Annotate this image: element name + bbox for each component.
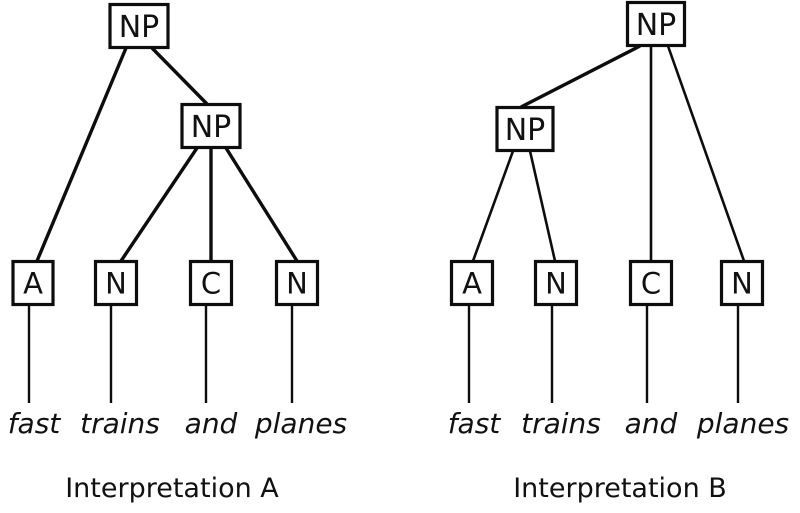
node-label-a-pos-n2: N xyxy=(286,266,308,300)
node-box-a-pos-n2[interactable] xyxy=(274,259,320,307)
branch-a-np-root-to-a-np-sub xyxy=(150,46,209,106)
node-box-b-pos-a[interactable] xyxy=(449,259,495,307)
node-b-pos-c[interactable]: C xyxy=(628,259,674,307)
word-tree-a-0: fast xyxy=(8,407,62,440)
branch-b-np-sub-to-b-pos-a xyxy=(471,150,515,262)
word-tree-b-2: and xyxy=(625,407,678,440)
node-label-b-pos-n1: N xyxy=(545,266,567,300)
node-label-b-pos-n2: N xyxy=(731,266,753,300)
node-a-np-root[interactable]: NP xyxy=(108,2,170,50)
node-box-b-np-root[interactable] xyxy=(625,0,687,48)
node-a-pos-n1[interactable]: N xyxy=(93,259,139,307)
node-a-np-sub[interactable]: NP xyxy=(180,102,242,150)
branch-a-np-sub-to-a-pos-n2 xyxy=(224,147,299,262)
branch-b-np-root-to-b-pos-n2 xyxy=(666,45,746,262)
node-label-b-pos-c: C xyxy=(641,266,661,300)
node-box-a-np-root[interactable] xyxy=(108,2,170,50)
node-a-pos-n2[interactable]: N xyxy=(274,259,320,307)
caption-tree-b: Interpretation B xyxy=(513,473,727,504)
node-b-np-sub[interactable]: NP xyxy=(495,105,555,153)
caption-tree-a: Interpretation A xyxy=(65,473,279,504)
word-tree-a-3: planes xyxy=(254,407,347,440)
node-box-b-pos-c[interactable] xyxy=(628,259,674,307)
node-box-b-pos-n1[interactable] xyxy=(533,259,579,307)
branch-b-np-root-to-b-np-sub xyxy=(520,44,641,109)
word-tree-a-2: and xyxy=(185,407,238,440)
node-label-a-pos-a: A xyxy=(23,266,43,300)
branch-b-np-sub-to-b-pos-n1 xyxy=(528,150,557,262)
node-b-np-root[interactable]: NP xyxy=(625,0,687,48)
node-label-b-np-sub: NP xyxy=(505,113,546,148)
node-label-b-np-root: NP xyxy=(636,8,677,43)
word-tree-b-1: trains xyxy=(521,407,601,440)
word-tree-b-0: fast xyxy=(448,407,502,440)
node-label-a-np-sub: NP xyxy=(191,110,232,145)
branch-a-np-root-to-a-pos-a xyxy=(35,47,128,262)
node-label-b-pos-a: A xyxy=(462,266,482,300)
node-label-a-np-root: NP xyxy=(119,10,160,45)
node-box-b-pos-n2[interactable] xyxy=(719,259,765,307)
node-box-a-pos-n1[interactable] xyxy=(93,259,139,307)
word-tree-a-1: trains xyxy=(80,407,160,440)
branch-a-np-sub-to-a-pos-n1 xyxy=(119,147,199,262)
node-b-pos-n1[interactable]: N xyxy=(533,259,579,307)
node-label-a-pos-n1: N xyxy=(105,266,127,300)
node-box-b-np-sub[interactable] xyxy=(495,105,555,153)
node-b-pos-n2[interactable]: N xyxy=(719,259,765,307)
node-label-a-pos-c: C xyxy=(201,266,221,300)
node-b-pos-a[interactable]: A xyxy=(449,259,495,307)
node-box-a-pos-c[interactable] xyxy=(188,259,234,307)
node-box-a-pos-a[interactable] xyxy=(11,259,55,307)
node-a-pos-a[interactable]: A xyxy=(11,259,55,307)
node-a-pos-c[interactable]: C xyxy=(188,259,234,307)
node-box-a-np-sub[interactable] xyxy=(180,102,242,150)
word-tree-b-3: planes xyxy=(696,407,789,440)
